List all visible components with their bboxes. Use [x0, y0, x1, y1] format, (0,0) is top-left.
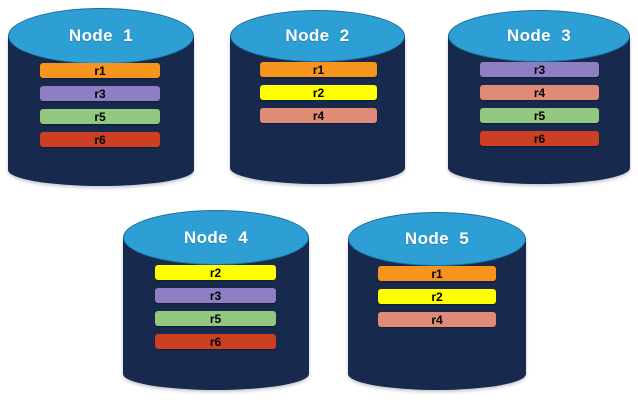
- record-label: r1: [312, 62, 325, 77]
- record-bar-r4[interactable]: r4: [260, 108, 377, 123]
- record-label: r3: [94, 86, 106, 101]
- record-bar-r5[interactable]: r5: [155, 311, 276, 326]
- record-bar-r4[interactable]: r4: [480, 85, 599, 100]
- cylinder-top-ellipse: Node 1: [8, 8, 194, 64]
- record-bar-r1[interactable]: r1: [260, 62, 377, 77]
- record-label: r6: [533, 131, 546, 146]
- database-node-5[interactable]: Node 5 r1 r2 r4: [348, 212, 526, 390]
- record-list: r1 r3 r5 r6: [40, 63, 160, 147]
- record-label: r3: [209, 288, 222, 303]
- record-label: r2: [431, 289, 443, 304]
- record-list: r1 r2 r4: [378, 266, 496, 327]
- database-node-2[interactable]: Node 2 r1 r2 r4: [230, 10, 405, 184]
- cylinder-top-ellipse: Node 4: [123, 210, 309, 265]
- node-title: Node 5: [404, 229, 470, 248]
- record-bar-r1[interactable]: r1: [40, 63, 160, 78]
- record-list: r3 r4 r5 r6: [480, 62, 599, 146]
- node-title: Node 1: [68, 26, 134, 45]
- record-bar-r5[interactable]: r5: [40, 109, 160, 124]
- record-list: r1 r2 r4: [260, 62, 377, 123]
- record-label: r5: [533, 108, 546, 123]
- record-bar-r3[interactable]: r3: [40, 86, 160, 101]
- database-node-1[interactable]: Node 1 r1 r3 r5 r6: [8, 8, 194, 186]
- record-label: r3: [533, 62, 546, 77]
- record-label: r6: [209, 334, 222, 349]
- record-label: r5: [94, 109, 106, 124]
- record-label: r1: [94, 63, 106, 78]
- record-bar-r5[interactable]: r5: [480, 108, 599, 123]
- record-label: r6: [94, 132, 106, 147]
- record-bar-r2[interactable]: r2: [378, 289, 496, 304]
- node-title: Node 4: [183, 227, 249, 247]
- record-label: r4: [312, 108, 325, 123]
- record-bar-r4[interactable]: r4: [378, 312, 496, 327]
- cylinder-top-ellipse: Node 3: [448, 10, 630, 62]
- node-title: Node 2: [285, 26, 350, 45]
- record-bar-r3[interactable]: r3: [155, 288, 276, 303]
- record-bar-r2[interactable]: r2: [260, 85, 377, 100]
- node-title: Node 3: [506, 26, 572, 45]
- cylinder-top-ellipse: Node 5: [348, 212, 526, 266]
- record-bar-r6[interactable]: r6: [40, 132, 160, 147]
- record-bar-r1[interactable]: r1: [378, 266, 496, 281]
- record-list: r2 r3 r5 r6: [155, 265, 276, 349]
- record-label: r4: [533, 85, 546, 100]
- record-bar-r6[interactable]: r6: [480, 131, 599, 146]
- record-label: r5: [209, 311, 222, 326]
- record-bar-r3[interactable]: r3: [480, 62, 599, 77]
- database-node-3[interactable]: Node 3 r3 r4 r5 r6: [448, 10, 630, 184]
- cylinder-top-ellipse: Node 2: [230, 10, 405, 62]
- record-bar-r6[interactable]: r6: [155, 334, 276, 349]
- record-label: r2: [209, 265, 222, 280]
- record-label: r2: [312, 85, 325, 100]
- record-bar-r2[interactable]: r2: [155, 265, 276, 280]
- record-label: r4: [431, 312, 443, 327]
- record-label: r1: [431, 266, 443, 281]
- database-node-4[interactable]: Node 4 r2 r3 r5 r6: [123, 210, 309, 390]
